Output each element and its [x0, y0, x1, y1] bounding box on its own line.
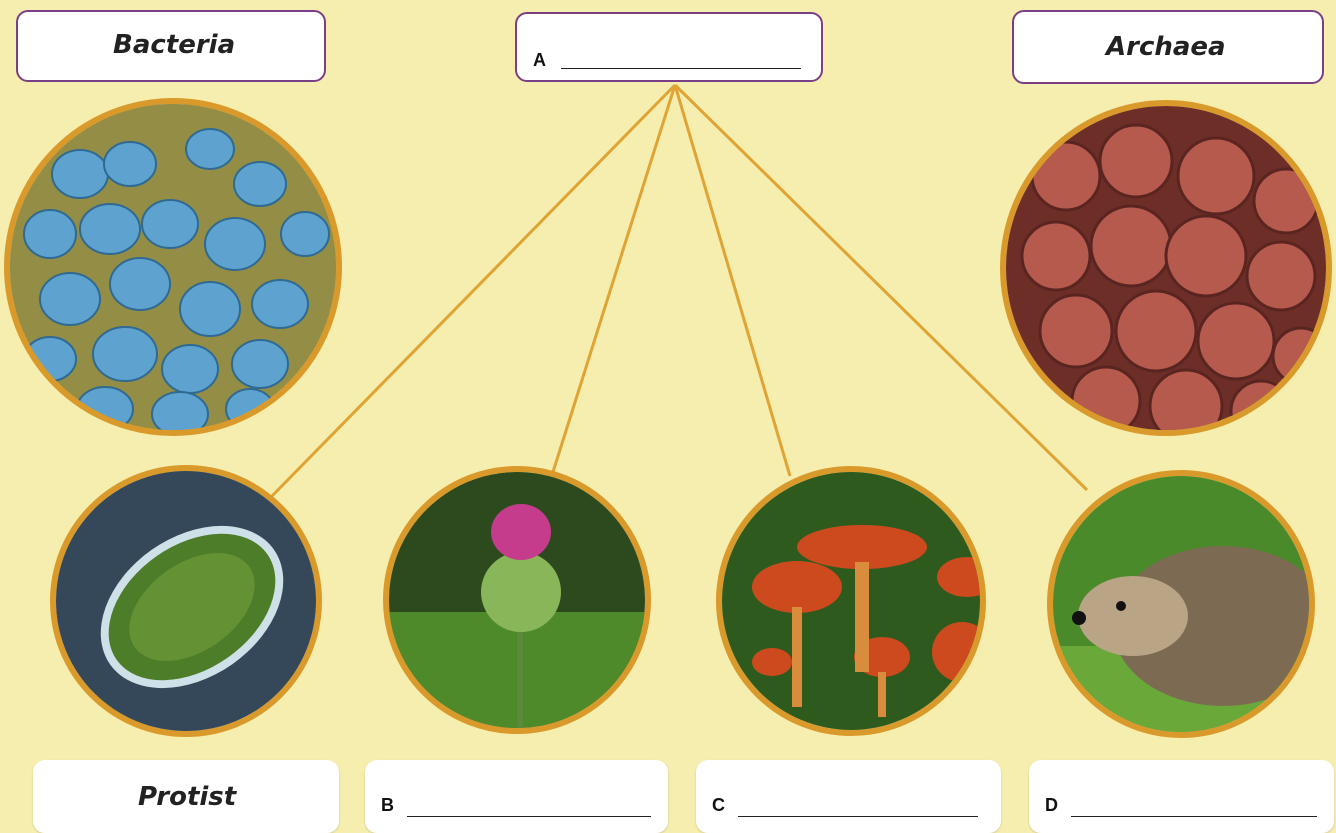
bacteria-label: Bacteria	[113, 30, 235, 60]
letter-b: B	[381, 795, 394, 816]
answer-blank-d[interactable]	[1071, 816, 1317, 817]
answer-blank-b[interactable]	[407, 816, 651, 817]
label-box-b: B	[365, 760, 668, 833]
label-box-d: D	[1029, 760, 1334, 833]
answer-blank-a[interactable]	[561, 68, 801, 69]
animal-image	[1047, 470, 1315, 738]
plant-image	[383, 466, 651, 734]
connector-to-fungus	[675, 85, 790, 476]
connector-to-plant	[553, 85, 675, 472]
bacteria-image	[4, 98, 342, 436]
fungus-image	[716, 466, 986, 736]
protist-label: Protist	[138, 782, 236, 812]
archaea-label: Archaea	[1106, 32, 1226, 62]
archaea-label-box: Archaea	[1012, 10, 1324, 84]
protist-label-box: Protist	[33, 760, 339, 833]
protist-image	[50, 465, 322, 737]
answer-blank-c[interactable]	[738, 816, 978, 817]
letter-a: A	[533, 50, 546, 71]
label-box-a: A	[515, 12, 823, 82]
letter-c: C	[712, 795, 725, 816]
label-box-c: C	[696, 760, 1001, 833]
letter-d: D	[1045, 795, 1058, 816]
archaea-image	[1000, 100, 1332, 436]
bacteria-label-box: Bacteria	[16, 10, 326, 82]
